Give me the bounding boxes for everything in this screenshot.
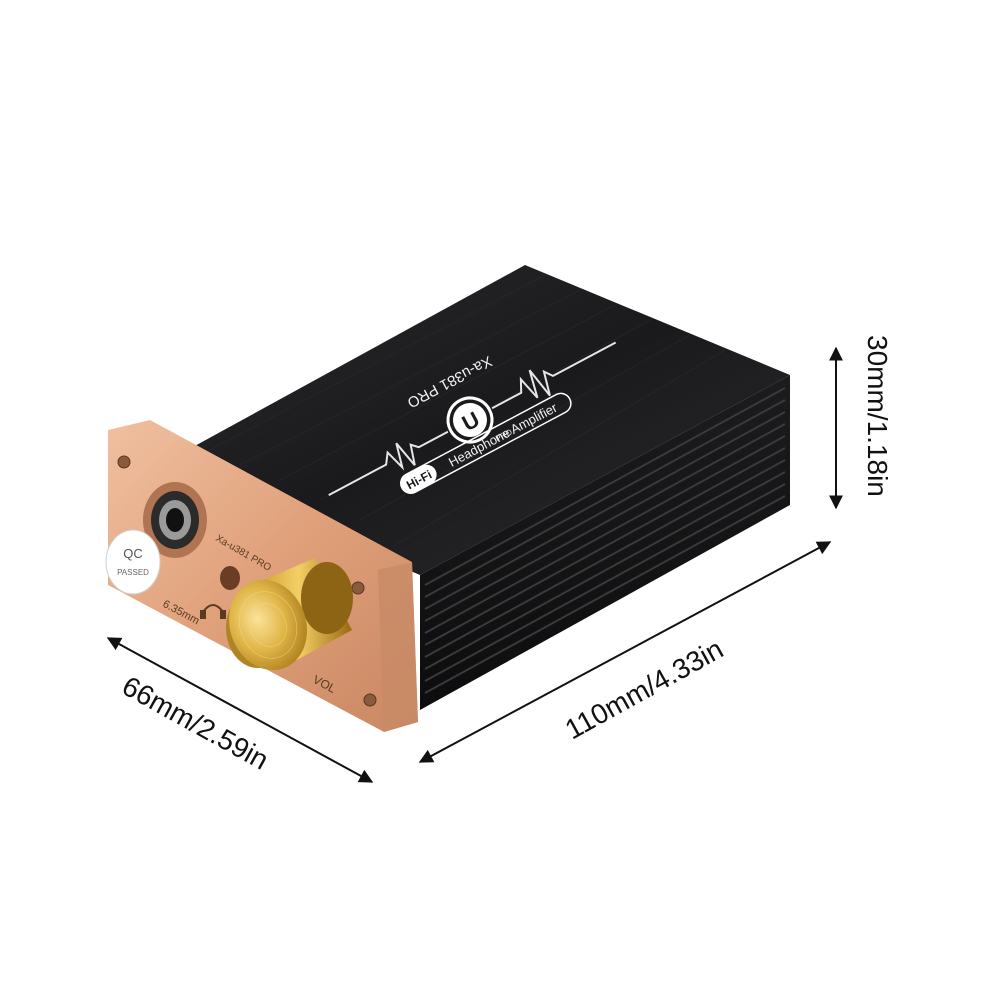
headphone-icon xyxy=(200,604,226,619)
headphone-jack xyxy=(143,482,207,558)
qc-sticker: QC PASSED xyxy=(105,529,161,595)
screw xyxy=(117,455,131,469)
dimension-height: 30mm/1.18in xyxy=(829,335,893,510)
power-indicator xyxy=(220,566,240,590)
height-label: 30mm/1.18in xyxy=(862,335,893,497)
screw xyxy=(351,581,365,595)
qc-text: QC xyxy=(123,546,143,561)
screw xyxy=(363,693,377,707)
front-plate-edge xyxy=(378,562,418,732)
width-arrow xyxy=(106,637,374,783)
qc-passed-text: PASSED xyxy=(117,568,149,577)
logo-u-icon: U xyxy=(446,396,494,444)
amplifier-device: U PRO Xa-u381 PRO Hi-Fi Headphone Amplif… xyxy=(105,265,790,732)
waveform-icon xyxy=(328,341,617,496)
length-label: 110mm/4.33in xyxy=(560,633,728,745)
length-arrow xyxy=(418,541,832,763)
